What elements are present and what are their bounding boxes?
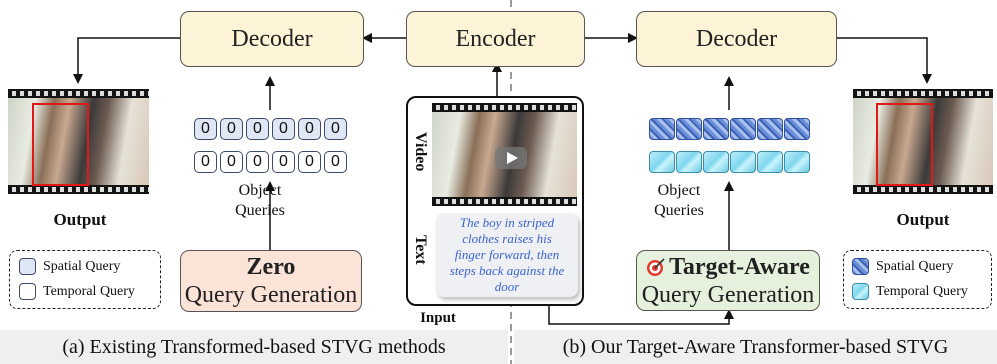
right-predicted-bbox	[876, 103, 933, 186]
left-predicted-bbox	[32, 103, 89, 186]
zero-query-cell: 0	[194, 118, 217, 140]
zero-gen-bold: Zero	[246, 254, 296, 280]
temporal-query-cell	[649, 151, 675, 173]
left-output-video-frame	[8, 89, 149, 194]
zero-query-cell: 0	[246, 118, 269, 140]
right-decoder-block: Decoder	[636, 11, 837, 67]
zero-gen-text: Query Generation	[184, 282, 358, 308]
zero-query-cell: 0	[246, 151, 269, 173]
zero-query-cell: 0	[298, 118, 321, 140]
temporal-query-cell	[676, 151, 702, 173]
right-object-queries-label: Object Queries	[654, 182, 704, 219]
left-decoder-block: Decoder	[180, 11, 364, 67]
target-aware-query-generation-block: Target-Aware Query Generation	[636, 250, 820, 311]
arrow-right-decoder-to-output	[837, 37, 932, 84]
spatial-query-cell	[649, 118, 675, 140]
spatial-query-cell	[703, 118, 729, 140]
video-label: Video	[412, 132, 429, 172]
zero-query-cell: 0	[220, 118, 243, 140]
left-legend-spatial: Spatial Query	[19, 258, 120, 275]
spatial-query-swatch	[19, 258, 36, 275]
spatial-query-cell	[730, 118, 756, 140]
spatial-query-cell	[676, 118, 702, 140]
zero-query-cell: 0	[324, 151, 347, 173]
spatial-query-learned-swatch	[852, 258, 869, 275]
spatial-query-cell	[784, 118, 810, 140]
play-icon	[495, 147, 527, 169]
zero-query-cell: 0	[272, 118, 295, 140]
right-legend-spatial: Spatial Query	[852, 258, 953, 275]
right-decoder-label: Decoder	[695, 25, 778, 52]
left-legend-spatial-text: Spatial Query	[43, 258, 121, 274]
text-query: The boy in striped clothes raises his fi…	[449, 215, 565, 294]
right-legend-temporal-text: Temporal Query	[876, 283, 968, 299]
left-output-label: Output	[53, 210, 107, 229]
left-caption: (a) Existing Transformed-based STVG meth…	[62, 335, 446, 358]
text-label: Text	[412, 235, 429, 265]
left-legend	[9, 250, 161, 309]
target-aware-title: Target-Aware	[646, 253, 810, 281]
left-caption-bar: (a) Existing Transformed-based STVG meth…	[0, 330, 508, 364]
input-label: Input	[408, 308, 468, 328]
temporal-query-cell	[757, 151, 783, 173]
right-caption: (b) Our Target-Aware Transformer-based S…	[562, 335, 949, 358]
right-legend-temporal: Temporal Query	[852, 283, 968, 300]
right-caption-bar: (b) Our Target-Aware Transformer-based S…	[514, 330, 997, 364]
zero-query-cell: 0	[272, 151, 295, 173]
left-object-queries-label: Object Queries	[235, 182, 285, 219]
text-query-card: The boy in striped clothes raises his fi…	[436, 213, 578, 297]
temporal-query-swatch	[19, 283, 36, 300]
zero-query-cell: 0	[220, 151, 243, 173]
target-gen-text: Query Generation	[641, 281, 815, 308]
temporal-query-learned-swatch	[852, 283, 869, 300]
spatial-query-cell	[757, 118, 783, 140]
target-icon	[647, 257, 665, 276]
zero-query-generation-block: Zero Query Generation	[180, 250, 362, 312]
zero-query-cell: 0	[194, 151, 217, 173]
arrow-left-decoder-to-output	[73, 37, 180, 84]
arrow-input-to-target-gen	[548, 300, 734, 325]
left-legend-temporal: Temporal Query	[19, 283, 135, 300]
right-legend-spatial-text: Spatial Query	[876, 258, 954, 274]
target-gen-bold: Target-Aware	[669, 253, 810, 280]
left-legend-temporal-text: Temporal Query	[43, 283, 135, 299]
temporal-query-cell	[730, 151, 756, 173]
zero-query-cell: 0	[298, 151, 321, 173]
temporal-query-cell	[784, 151, 810, 173]
right-legend	[843, 250, 992, 309]
left-decoder-label: Decoder	[231, 25, 313, 52]
zero-query-cell: 0	[324, 118, 347, 140]
right-output-label: Output	[896, 210, 950, 229]
encoder-block: Encoder	[406, 11, 585, 67]
encoder-label: Encoder	[455, 25, 536, 52]
temporal-query-cell	[703, 151, 729, 173]
